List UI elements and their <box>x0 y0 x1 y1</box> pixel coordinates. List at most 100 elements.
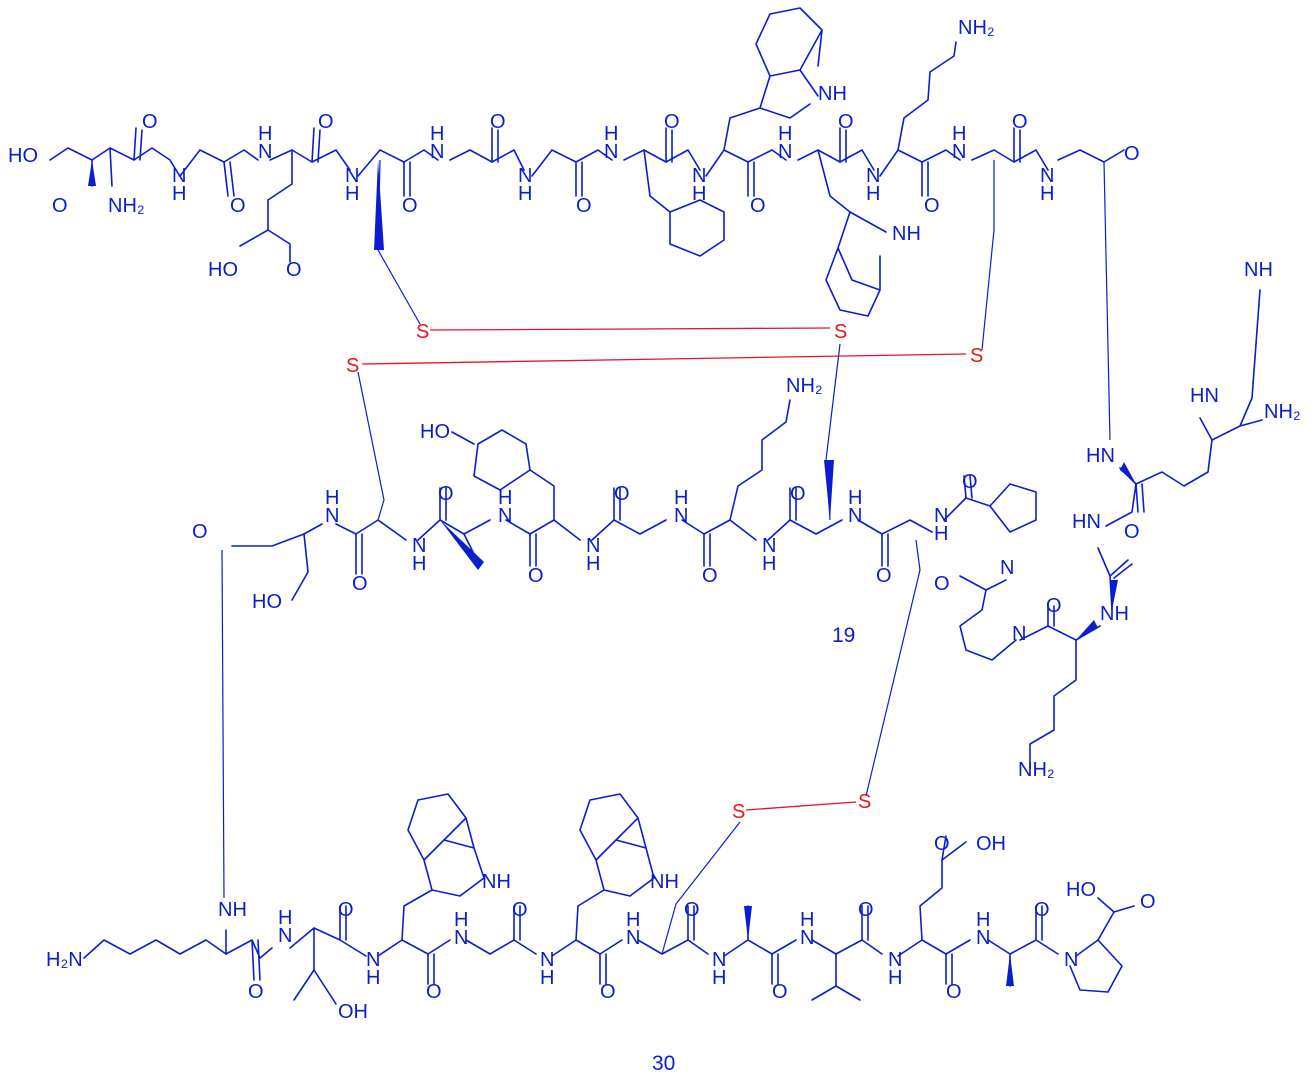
atom-label: NH₂ <box>958 17 995 39</box>
atom-label: N <box>278 925 292 947</box>
atom-label: HO <box>252 591 282 613</box>
atom-label: H <box>712 967 726 989</box>
atom-label: O <box>600 981 616 1003</box>
atom-label: N <box>800 927 814 949</box>
atom-label: O <box>946 981 962 1003</box>
atom-label: H <box>692 183 706 205</box>
atom-label: O <box>318 111 334 133</box>
atom-label: O <box>924 195 940 217</box>
atom-label: H <box>325 487 339 509</box>
sulfur-atom-label: S <box>834 321 847 343</box>
atom-label: O <box>858 899 874 921</box>
atom-label: N <box>952 141 966 163</box>
atom-label: O <box>230 195 246 217</box>
atom-label: HN <box>1190 385 1219 407</box>
atom-label: N <box>1012 623 1026 645</box>
atom-label: O <box>52 195 68 217</box>
disulfide-bond-2 <box>361 353 967 365</box>
wedge-bonds <box>88 160 1136 986</box>
atom-label: H <box>518 183 532 205</box>
atom-label: N <box>934 505 948 527</box>
atom-label: H <box>762 553 776 575</box>
atom-label: H <box>540 967 554 989</box>
atom-label: N <box>172 165 186 187</box>
atom-label: H <box>934 523 948 545</box>
atom-label: N <box>674 505 688 527</box>
atom-label: H <box>258 123 272 145</box>
atom-label: O <box>664 111 680 133</box>
disulfide-bridges <box>361 327 967 811</box>
atom-label: H <box>866 183 880 205</box>
atom-label: H <box>498 487 512 509</box>
atom-label: H <box>888 967 902 989</box>
atom-label: N <box>325 505 339 527</box>
sulfur-atom-label: S <box>732 801 745 823</box>
atom-label: N <box>1064 949 1078 971</box>
atom-label: N <box>258 141 272 163</box>
atom-label: O <box>512 899 528 921</box>
atom-label: O <box>438 483 454 505</box>
atom-label: NH₂ <box>1018 759 1055 781</box>
atom-label: N <box>540 949 554 971</box>
atom-label: O <box>248 981 264 1003</box>
atom-label: O <box>402 195 418 217</box>
atom-label: O <box>750 195 766 217</box>
residue-number-label: 19 <box>832 624 855 647</box>
atom-label: O <box>352 573 368 595</box>
sulfur-atom-label: S <box>346 355 359 377</box>
sulfur-atom-label: S <box>970 345 983 367</box>
atom-label: O <box>576 195 592 217</box>
atom-label: O <box>934 833 950 855</box>
atom-label: N <box>692 165 706 187</box>
atom-label: NH₂ <box>108 195 145 217</box>
atom-label: HN <box>1072 511 1101 533</box>
atom-label: O <box>614 483 630 505</box>
atom-label: O <box>876 565 892 587</box>
atom-label: O <box>772 981 788 1003</box>
atom-label: H <box>1040 183 1054 205</box>
atom-label: HO <box>208 259 238 281</box>
atom-label: N <box>778 141 792 163</box>
atom-label: H <box>848 487 862 509</box>
atom-label: O <box>962 471 978 493</box>
atom-label: N <box>412 535 426 557</box>
atom-label: H <box>366 967 380 989</box>
atom-label: O <box>192 521 208 543</box>
disulfide-bond-3 <box>745 801 857 811</box>
atom-label: NH <box>892 223 921 245</box>
atom-label: N <box>888 949 902 971</box>
atom-label: H <box>345 183 359 205</box>
atom-label: O <box>702 565 718 587</box>
atom-label: N <box>345 165 359 187</box>
atom-label: NH <box>818 83 847 105</box>
atom-label: O <box>684 899 700 921</box>
atom-label: H <box>674 487 688 509</box>
atom-label: HO <box>8 145 38 167</box>
atom-label: NH <box>650 871 679 893</box>
atom-label: H <box>278 907 292 929</box>
sulfur-atom-label: S <box>858 791 871 813</box>
atom-label: N <box>1040 165 1054 187</box>
atom-label: OH <box>338 1001 368 1023</box>
atom-label: NH <box>1244 259 1273 281</box>
atom-label: N <box>1000 557 1014 579</box>
atom-label: O <box>490 111 506 133</box>
atom-label: HO <box>420 421 450 443</box>
atom-label: N <box>626 927 640 949</box>
atom-label: O <box>934 573 950 595</box>
atom-label: N <box>430 141 444 163</box>
atom-label: HO <box>1066 879 1096 901</box>
atom-label: NH <box>218 899 247 921</box>
disulfide-bond-1 <box>429 327 831 331</box>
atom-label: H <box>952 123 966 145</box>
atom-label: N <box>454 927 468 949</box>
atom-label: O <box>1012 111 1028 133</box>
atom-label: N <box>498 505 512 527</box>
atom-label: NH <box>482 871 511 893</box>
atom-label: O <box>790 483 806 505</box>
atom-label: OH <box>976 833 1006 855</box>
atom-label: H <box>430 123 444 145</box>
atom-label: O <box>1140 891 1156 913</box>
